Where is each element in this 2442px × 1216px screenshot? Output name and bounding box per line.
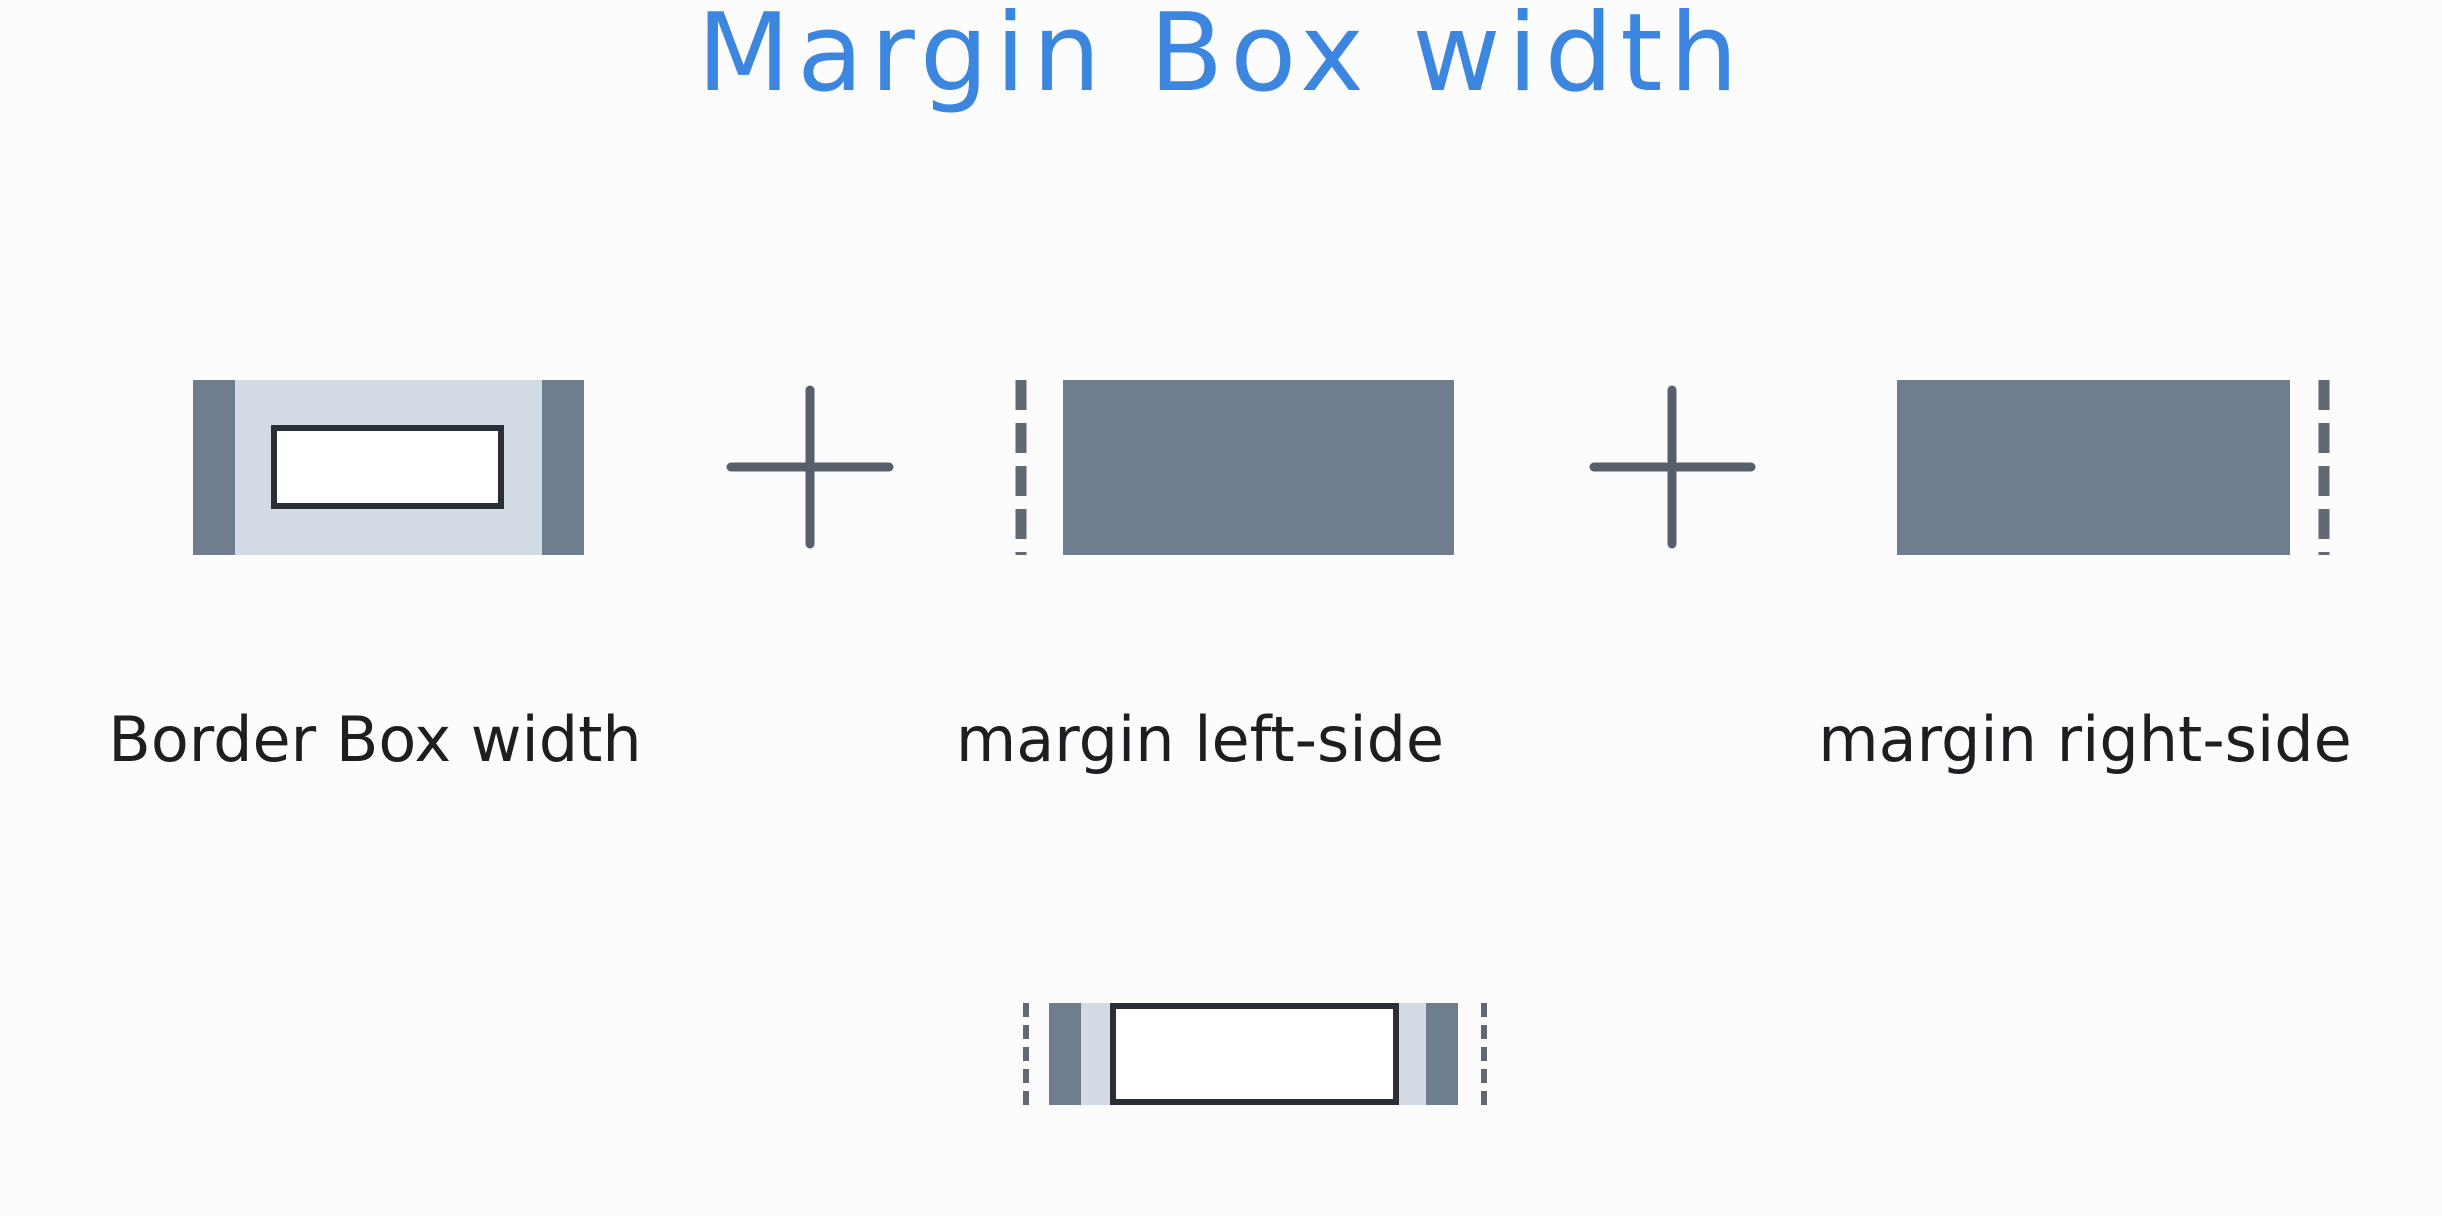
plus-icon — [1589, 385, 1756, 549]
border-box-width-label: Border Box width — [108, 703, 642, 776]
margin-right-side-label: margin right-side — [1818, 703, 2352, 776]
plus-icon — [726, 385, 894, 549]
margin-box-result-icon — [1023, 1003, 1487, 1105]
slide-title: Margin Box width — [697, 0, 1745, 116]
margin-left-icon — [1015, 380, 1454, 555]
margin-left-side-label: margin left-side — [955, 703, 1445, 776]
border-box-icon — [193, 380, 584, 555]
margin-right-icon — [1897, 380, 2330, 555]
